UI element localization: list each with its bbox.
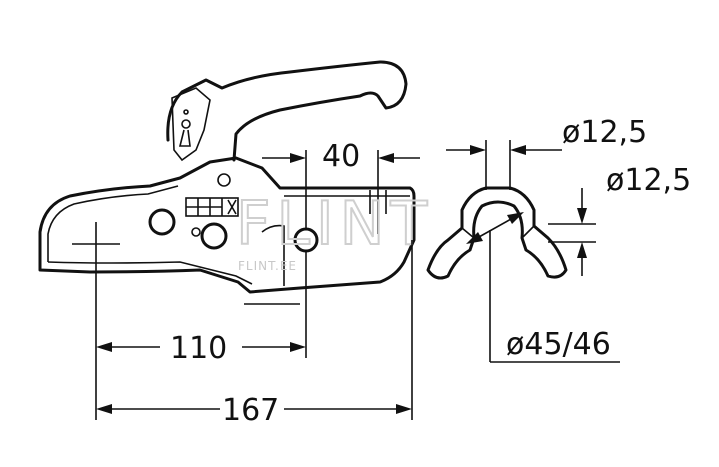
bracket-inner-left xyxy=(461,227,475,239)
handle-pivot-plate xyxy=(171,87,211,162)
dimension-110: 110 xyxy=(95,250,307,366)
wear-indicator-marks xyxy=(186,198,237,216)
lower-skirt xyxy=(47,261,253,285)
slot-marks xyxy=(369,190,387,234)
dimension-bolt-hole-2-label: ø12,5 xyxy=(606,163,691,198)
tube-cross-section xyxy=(426,186,568,280)
side-hole xyxy=(148,208,176,236)
dimension-110-label: 110 xyxy=(170,331,227,366)
dimension-tube-diameter-label: ø45/46 xyxy=(506,327,611,362)
keyhole-slot xyxy=(178,129,191,147)
bracket-outline xyxy=(426,186,568,280)
watermark-brand: FLINT xyxy=(236,189,433,259)
upper-rivet xyxy=(217,173,231,187)
ball-cup-contour xyxy=(47,185,179,262)
release-handle xyxy=(166,60,408,162)
dimension-bolt-hole-height: ø12,5 xyxy=(548,163,691,276)
dimension-bolt-hole-1-label: ø12,5 xyxy=(562,115,647,150)
dimension-tube-diameter: ø45/46 xyxy=(466,212,620,363)
watermark: FLINT FLINT.EE xyxy=(235,188,433,273)
shaft-front-edge xyxy=(261,224,285,286)
small-rivet xyxy=(191,227,201,237)
dimension-bolt-hole-width: ø12,5 xyxy=(446,115,647,190)
ball-centre-cross xyxy=(72,222,120,268)
watermark-site: FLINT.EE xyxy=(238,259,297,273)
screw-head xyxy=(200,222,228,250)
dimension-40-label: 40 xyxy=(322,139,360,174)
coupling-side-view xyxy=(38,60,416,294)
keyhole-marker xyxy=(183,109,189,115)
dimension-40: 40 xyxy=(262,139,420,230)
keyhole-top xyxy=(181,119,191,129)
bracket-inner-right xyxy=(521,225,535,239)
dimension-167: 167 xyxy=(95,240,413,428)
coupling-body-outline xyxy=(38,156,416,294)
dimension-167-label: 167 xyxy=(222,393,279,428)
